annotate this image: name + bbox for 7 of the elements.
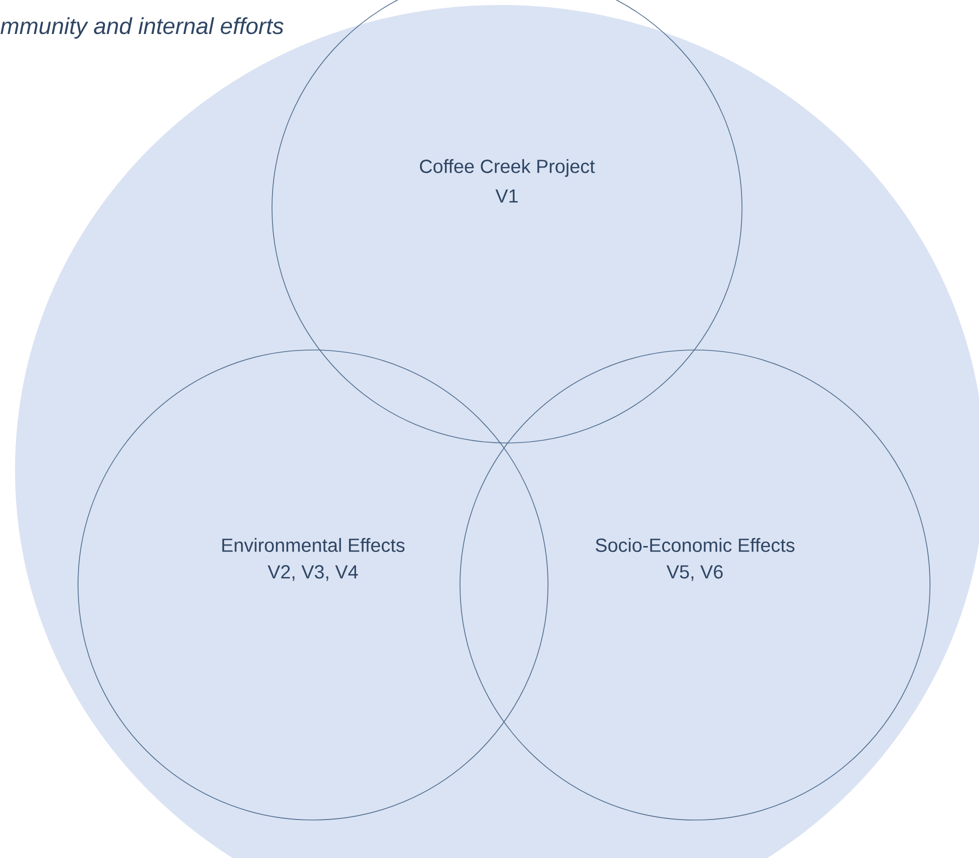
title: mmunity and internal efforts: [0, 17, 284, 39]
circle-label: Environmental Effects: [222, 538, 405, 552]
circle-label: V5, V6: [666, 565, 723, 581]
circle-label: Socio-Economic Effects: [596, 538, 794, 552]
circle-label: V2, V3, V4: [268, 565, 358, 581]
circle-label: Coffee Creek Project: [420, 159, 595, 177]
circle-label: V1: [495, 189, 518, 203]
